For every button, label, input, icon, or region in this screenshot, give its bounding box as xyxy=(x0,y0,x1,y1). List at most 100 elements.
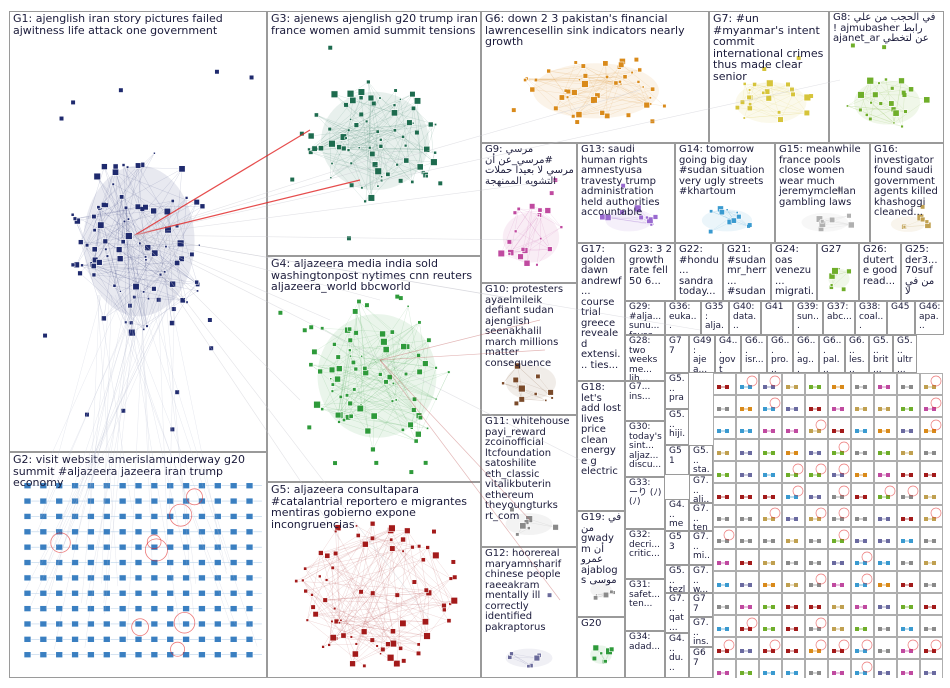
group-g14[interactable]: G14: tomorrow going big day #sudan situa… xyxy=(675,143,775,243)
group-g5b[interactable]: G5... brit... xyxy=(869,335,893,373)
tiny-group-cell xyxy=(852,506,874,527)
group-g35[interactable]: G35: alja... xyxy=(701,301,729,335)
group-g6c[interactable]: G6... pro... xyxy=(767,335,793,373)
group-g5a[interactable]: G6... les... xyxy=(845,335,869,373)
group-g36[interactable]: G36: euka... xyxy=(665,301,701,335)
node xyxy=(399,646,403,650)
group-g4x[interactable]: G77 xyxy=(665,335,689,373)
group-g20[interactable]: G20 xyxy=(577,617,625,678)
group-g30[interactable]: G30: today's sint... aljaz... discu... xyxy=(625,421,665,477)
group-g7a[interactable]: G5... sta... xyxy=(689,445,713,475)
group-g21[interactable]: G21: #sudan mr_herr... #sudan... xyxy=(723,243,771,301)
group-g8[interactable]: G8: في الحجب من علي ! ajmubasher رابط aj… xyxy=(829,11,944,143)
group-g46[interactable]: G46: apa... xyxy=(915,301,944,335)
tiny-group-cell xyxy=(829,528,851,549)
group-g77[interactable]: G77 xyxy=(689,593,713,617)
group-g49[interactable]: G49: ajea... xyxy=(689,335,715,373)
node xyxy=(820,219,824,223)
node xyxy=(301,579,304,582)
group-g34[interactable]: G34: adad... xyxy=(625,631,665,678)
group-g22[interactable]: G22: #hondu... sandra today... xyxy=(675,243,723,301)
group-g4z[interactable]: G7... qat... xyxy=(665,593,689,633)
group-g7e[interactable]: G7... w... xyxy=(689,565,713,593)
node xyxy=(98,222,104,228)
node xyxy=(198,244,200,246)
group-g6d[interactable]: G6... ag... xyxy=(793,335,819,373)
group-g31[interactable]: G31: safet... ten... xyxy=(625,579,665,631)
group-g67[interactable]: G67 xyxy=(689,647,713,678)
tiny-group-cell xyxy=(714,374,736,395)
group-g37[interactable]: G37: abc... xyxy=(823,301,855,335)
node xyxy=(858,92,865,99)
group-g6[interactable]: G6: down 2 3 pakistan's financial lawren… xyxy=(481,11,709,143)
group-g17[interactable]: G17: golden dawn andrewf... course trial… xyxy=(577,243,625,381)
group-g41[interactable]: G41 xyxy=(761,301,793,335)
group-g7c[interactable]: G7... ten... xyxy=(689,503,713,531)
group-g32[interactable]: G32: decri... critic... xyxy=(625,529,665,579)
group-g26[interactable]: G26: duterte good read... xyxy=(859,243,901,301)
group-g19[interactable]: G19: في من gwadym أن عمرو ajablogs موسى xyxy=(577,511,625,617)
node xyxy=(72,498,79,504)
tiny-group-cell xyxy=(737,462,759,483)
group-g38[interactable]: G38: coal... xyxy=(855,301,887,335)
node xyxy=(196,290,198,292)
node xyxy=(790,87,795,92)
group-label: G23: 3 2 growth rate fell 50 6... xyxy=(629,245,672,287)
group-g5c[interactable]: G5... ultr... xyxy=(893,335,917,373)
group-g10[interactable]: G10: protesters ayaelmileik defiant suda… xyxy=(481,283,577,415)
group-g45[interactable]: G45 xyxy=(887,301,915,335)
node xyxy=(424,633,431,640)
group-g2[interactable]: G2: visit website amerislamunderway g20 … xyxy=(9,452,267,678)
group-g13[interactable]: G13: saudi human rights amnestyusa trave… xyxy=(577,143,675,243)
tiny-group-cell xyxy=(875,594,897,615)
tiny-group-cell xyxy=(783,418,805,439)
tiny-group-cell xyxy=(898,528,920,549)
node xyxy=(402,550,405,553)
group-g7[interactable]: G7: #un #myanmar's intent commit interna… xyxy=(709,11,829,143)
group-g40[interactable]: G40: data... xyxy=(729,301,761,335)
tiny-group-cell xyxy=(898,616,920,637)
group-g5[interactable]: G5: aljazeera consultapara #catalantrial… xyxy=(267,482,481,678)
group-g7b[interactable]: G7... alj... xyxy=(689,475,713,503)
node xyxy=(865,113,868,116)
group-g4[interactable]: G4: aljazeera media india sold washingto… xyxy=(267,256,481,482)
group-g6b[interactable]: G6... isr... xyxy=(741,335,767,373)
group-g5f[interactable]: G4... me... lih... xyxy=(665,499,689,531)
tiny-group-cell xyxy=(829,638,851,659)
group-g12[interactable]: G12: hoorereal maryamnsharif chinese peo… xyxy=(481,547,577,678)
group-label: G7... alj... xyxy=(693,477,710,503)
group-g3[interactable]: G3: ajenews ajenglish g20 trump iran fra… xyxy=(267,11,481,256)
group-g9[interactable]: G9: مرسي #مرسي_عن أن مرسي لا بعيدا حملات… xyxy=(481,143,577,283)
group-g6a[interactable]: G4... govt ca... xyxy=(715,335,741,373)
tiny-group-cell xyxy=(852,418,874,439)
group-g27[interactable]: G27 xyxy=(817,243,859,301)
group-g7f[interactable]: G7... ins... xyxy=(689,617,713,647)
group-g4y[interactable]: G7... ins... xyxy=(625,381,665,421)
node xyxy=(908,87,913,92)
node xyxy=(375,168,382,175)
group-g18[interactable]: G18: let's add lost lives price clean en… xyxy=(577,381,625,511)
group-g5e[interactable]: G5... hiji... xyxy=(665,409,689,445)
group-g28[interactable]: G28: two weeks me... lih... die... xyxy=(625,335,665,381)
group-g11[interactable]: G11: whitehouse payi_reward zcoinofficia… xyxy=(481,415,577,547)
group-g4w[interactable]: G4... du... xyxy=(665,633,689,678)
group-g16[interactable]: G16: investigator found saudi government… xyxy=(870,143,944,243)
group-g1[interactable]: G1: ajenglish iran story pictures failed… xyxy=(9,11,267,452)
group-g25[interactable]: G25: der3... 70suf من في لا xyxy=(901,243,944,301)
group-g23[interactable]: G23: 3 2 growth rate fell 50 6... xyxy=(625,243,675,301)
group-g5g[interactable]: G5... tezl... xyxy=(665,565,689,593)
node xyxy=(146,325,149,328)
group-g33[interactable]: G33: ーり (ﾉ) (ﾉ) xyxy=(625,477,665,529)
node xyxy=(371,447,376,452)
group-g39[interactable]: G39: sun... xyxy=(793,301,823,335)
group-g7d[interactable]: G7... mi... xyxy=(689,531,713,565)
group-g24[interactable]: G24: oas venezu... migrati... xyxy=(771,243,817,301)
group-g5d[interactable]: G5... pra... xyxy=(665,373,689,409)
node xyxy=(435,398,437,400)
node xyxy=(386,172,390,176)
group-g15[interactable]: G15: meanwhile france pools close women … xyxy=(775,143,870,243)
group-g53[interactable]: G53 xyxy=(665,531,689,565)
group-g6e[interactable]: G6... pal... xyxy=(819,335,845,373)
group-g51[interactable]: G51 xyxy=(665,445,689,475)
group-g29[interactable]: G29: #alja... sunu... faysa... xyxy=(625,301,665,335)
